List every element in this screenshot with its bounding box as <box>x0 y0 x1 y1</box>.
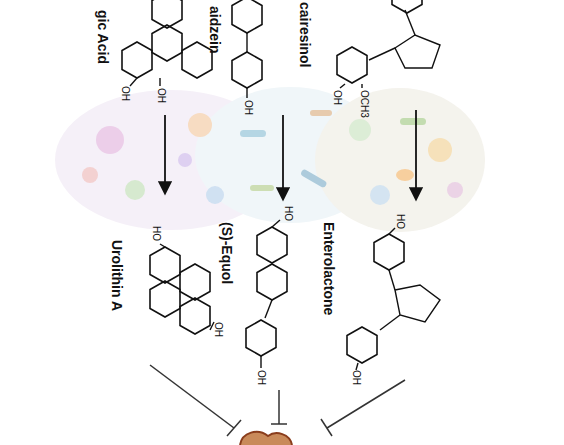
atom-label: OH <box>120 86 131 101</box>
atom-label: OH <box>256 370 267 385</box>
compound-name: Enterolactone <box>321 222 336 315</box>
atom-label: OH <box>243 100 254 115</box>
compound-name: cairesinol <box>297 2 312 67</box>
atom-label: OH <box>156 88 167 103</box>
compound-name: gic Acid <box>95 10 110 64</box>
atom-label: HO <box>151 226 162 241</box>
microbe-cloud <box>55 87 485 232</box>
atom-label: OH <box>351 370 362 385</box>
atom-label: HO <box>395 214 406 229</box>
compound-name: aidzein <box>207 6 222 53</box>
lignan-structure <box>337 0 440 88</box>
compound-name: Urolithin A <box>109 240 124 311</box>
inhibition-lines <box>150 365 405 436</box>
atom-label: HO <box>283 206 294 221</box>
atom-label: OH <box>332 90 343 105</box>
equol-structure <box>246 220 287 368</box>
daidzein-structure <box>232 0 262 98</box>
atom-label: OCH3 <box>359 90 370 118</box>
target-shape <box>240 432 292 445</box>
atom-label: OH <box>213 322 224 337</box>
enterolactone-structure <box>347 228 440 370</box>
ellagic-acid-structure <box>122 0 212 86</box>
compound-name: (S)-Equol <box>219 222 234 284</box>
urolithin-a-structure <box>150 244 214 334</box>
